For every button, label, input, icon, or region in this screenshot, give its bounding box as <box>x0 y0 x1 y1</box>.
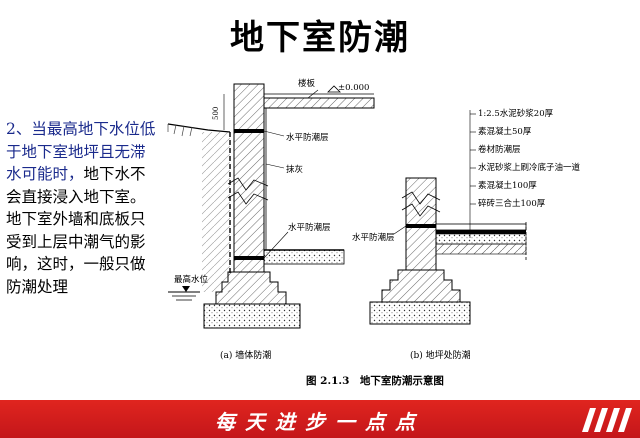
damp-proofing-figure: 楼板 ±0.000 500 水平防潮层 抹灰 水平防潮层 最高水位 1:2.5水… <box>158 74 634 396</box>
figure-svg: 楼板 ±0.000 500 水平防潮层 抹灰 水平防潮层 最高水位 1:2.5水… <box>167 78 581 387</box>
label-dim-500: 500 <box>212 107 220 120</box>
label-horizontal-damp-b: 水平防潮层 <box>352 232 395 243</box>
label-horizontal-damp-bottom: 水平防潮层 <box>288 222 331 233</box>
label-layer-5: 素混凝土100厚 <box>478 180 537 191</box>
panel-a-label: (a) 墙体防潮 <box>220 349 271 361</box>
label-floor-slab: 楼板 <box>298 78 316 89</box>
body-text-blue: 2、当最高地下水位低于地下室地坪且无滞水可能时， <box>6 120 156 183</box>
body-text: 2、当最高地下水位低于地下室地坪且无滞水可能时，地下水不会直接浸入地下室。地下室… <box>6 118 156 390</box>
figure-caption: 图 2.1.3 地下室防潮示意图 <box>306 374 444 387</box>
label-layer-3: 卷材防潮层 <box>478 144 521 155</box>
panel-b-drawing <box>369 110 527 325</box>
footer-slogan: 每天进步一点点 <box>215 410 425 434</box>
stripes-icon <box>582 408 632 432</box>
label-elevation: ±0.000 <box>338 83 369 93</box>
body-text-black: 地下水不会直接浸入地下室。地下室外墙和底板只受到上层中潮气的影响，这时，一般只做… <box>6 165 146 296</box>
label-layer-2: 素混凝土50厚 <box>478 126 532 137</box>
panel-b-label: (b) 地坪处防潮 <box>410 349 471 361</box>
panel-a-drawing <box>167 83 375 329</box>
label-layer-1: 1:2.5水泥砂浆20厚 <box>478 108 554 119</box>
footer-bar: 每天进步一点点 <box>0 400 640 438</box>
label-plaster: 抹灰 <box>286 164 303 175</box>
label-max-water-level: 最高水位 <box>174 274 209 285</box>
label-layer-4: 水泥砂浆上刷冷底子油一道 <box>478 162 581 173</box>
slide-title: 地下室防潮 <box>230 18 410 58</box>
label-horizontal-damp-top: 水平防潮层 <box>286 132 329 143</box>
label-layer-6: 碎砖三合土100厚 <box>478 198 546 209</box>
